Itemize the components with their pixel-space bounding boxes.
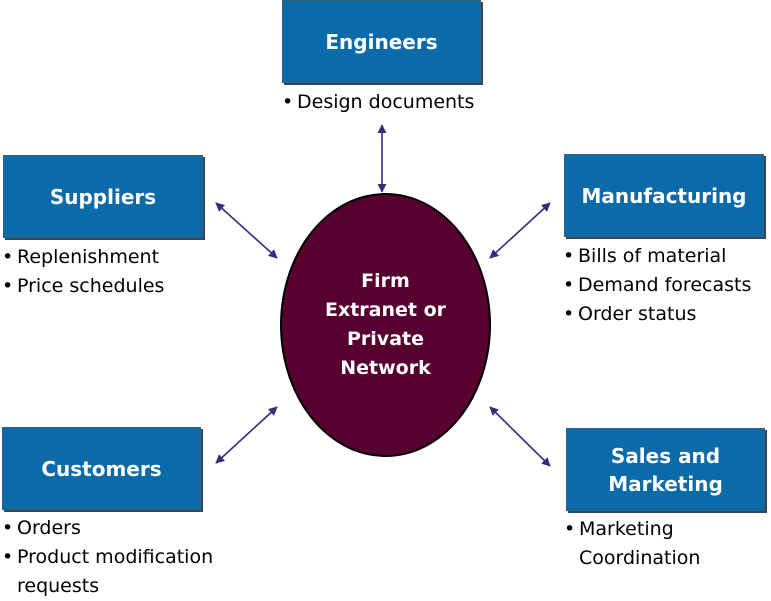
list-item-line: requests <box>17 575 100 597</box>
manufacturing-box: Manufacturing <box>564 154 764 237</box>
suppliers-label: Suppliers <box>49 184 157 209</box>
manufacturing-list: Bills of material Demand forecasts Order… <box>563 242 751 329</box>
list-item: Demand forecasts <box>563 271 751 300</box>
sales-marketing-box: Sales and Marketing <box>566 428 765 511</box>
list-item: Replenishment <box>2 243 164 272</box>
customers-label: Customers <box>41 456 162 481</box>
list-item-line: Marketing <box>579 518 674 540</box>
engineers-list: Design documents <box>282 88 474 117</box>
sales-marketing-label-line: Marketing <box>608 471 723 496</box>
arrow-suppliers <box>215 202 278 259</box>
arrow-sales-marketing <box>489 406 551 467</box>
firm-network-hub: Firm Extranet or Private Network <box>280 193 491 457</box>
suppliers-box: Suppliers <box>3 155 203 238</box>
list-item: Product modification requests <box>2 543 213 601</box>
engineers-box: Engineers <box>282 0 481 83</box>
sales-marketing-label: Sales and Marketing <box>608 442 723 498</box>
list-item-line: Coordination <box>579 547 701 569</box>
list-item: Bills of material <box>563 242 751 271</box>
list-item: Marketing Coordination <box>564 515 700 573</box>
arrow-manufacturing <box>489 202 551 259</box>
hub-label: Firm Extranet or Private Network <box>311 267 461 383</box>
list-item: Order status <box>563 300 751 329</box>
sales-marketing-list: Marketing Coordination <box>564 515 700 573</box>
arrow-customers <box>215 406 278 464</box>
list-item-line: Product modification <box>17 546 214 568</box>
hub-line: Extranet or <box>324 299 447 321</box>
suppliers-list: Replenishment Price schedules <box>2 243 164 301</box>
customers-list: Orders Product modification requests <box>2 514 213 601</box>
engineers-label: Engineers <box>325 29 438 54</box>
sales-marketing-label-line: Sales and <box>610 443 721 468</box>
manufacturing-label: Manufacturing <box>581 183 747 208</box>
hub-line: Network <box>340 357 431 379</box>
list-item: Design documents <box>282 88 474 117</box>
customers-box: Customers <box>2 427 201 510</box>
hub-line: Private <box>347 328 424 350</box>
hub-line: Firm <box>361 270 410 292</box>
list-item: Orders <box>2 514 213 543</box>
list-item: Price schedules <box>2 272 164 301</box>
